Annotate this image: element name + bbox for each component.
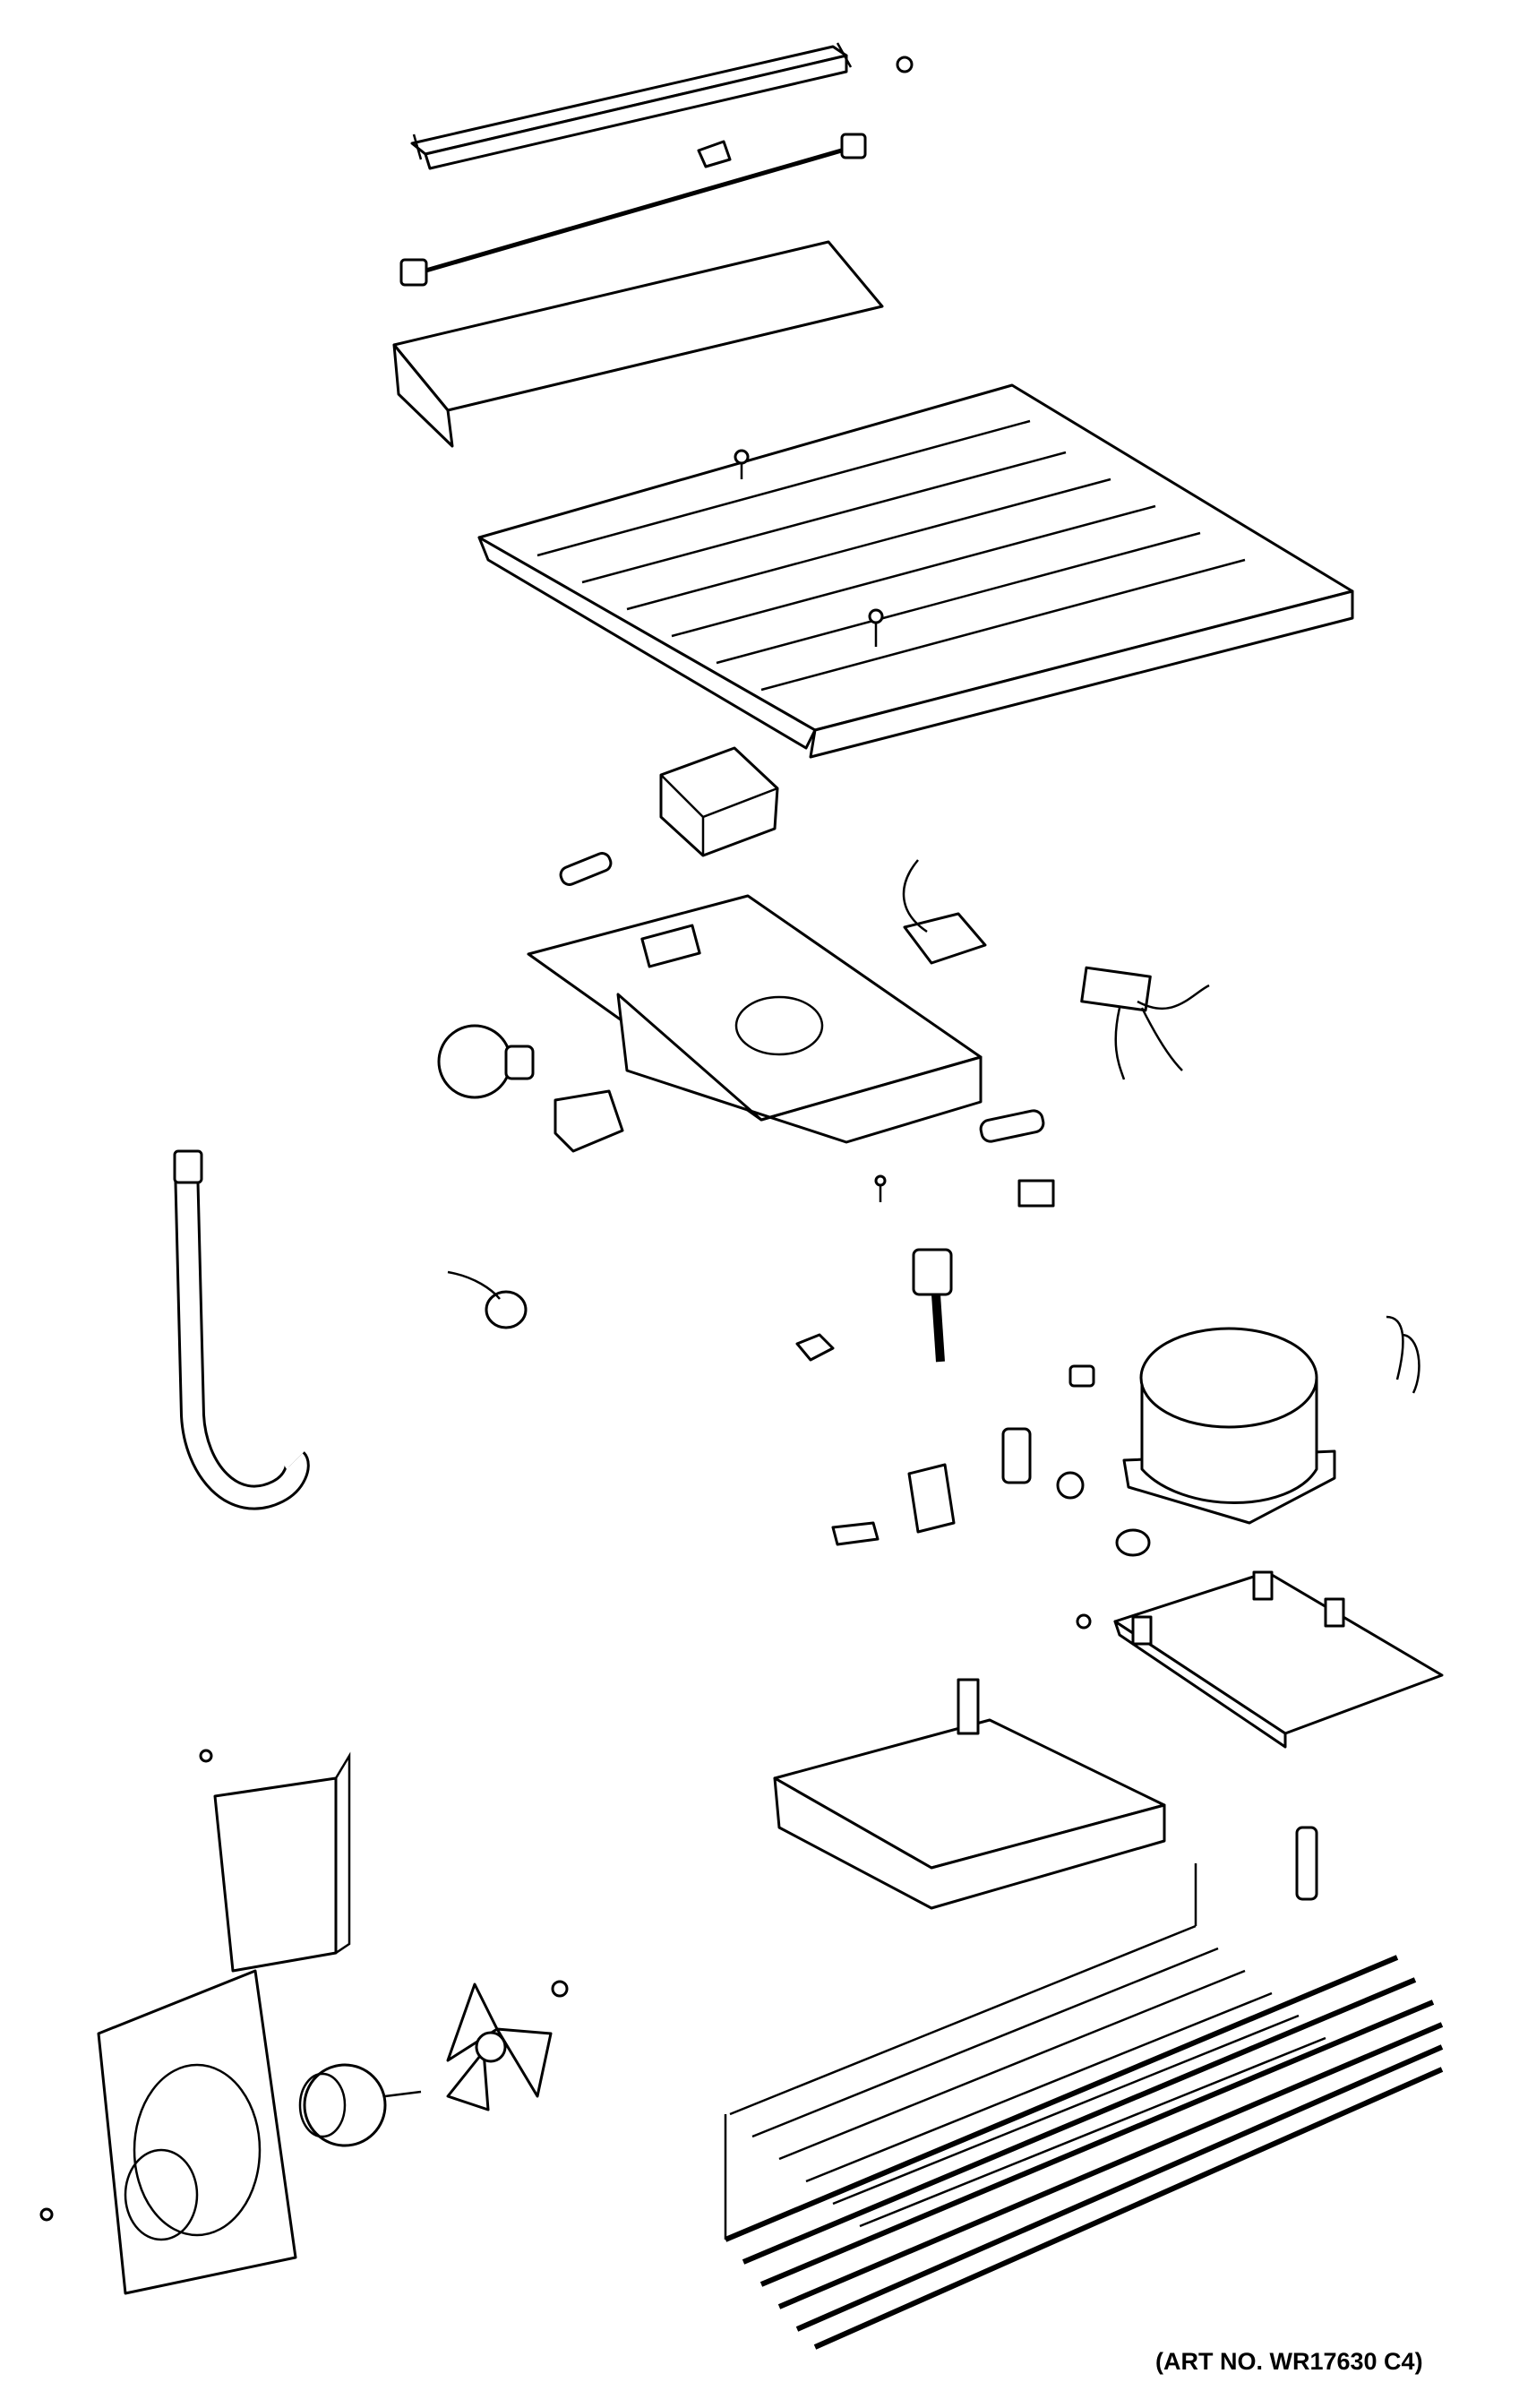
baffle-panel-part: [213, 1751, 351, 1973]
mounting-plate-part: [1113, 1570, 1444, 1749]
drain-pan-part: [773, 1678, 1166, 1910]
bulb-icon: [437, 1024, 624, 1153]
fan-shroud-part: [97, 1969, 297, 2295]
relay-parts: [831, 1364, 1151, 1557]
power-cord-part: [795, 1248, 953, 1363]
art-number: (ART NO. WR17630 C4): [1155, 2348, 1423, 2375]
control-housing-part: [527, 894, 983, 1144]
switch-part: [902, 859, 987, 965]
fan-motor-part: [298, 2063, 422, 2147]
clip-part: [1386, 1315, 1420, 1394]
rod-part: [399, 133, 867, 287]
bracket-rail-part: [410, 42, 853, 170]
screw-icon: [39, 2207, 54, 2222]
thermostat-part: [874, 1109, 1055, 1208]
connector-part: [1080, 966, 1210, 1080]
fan-blade-icon: [446, 1980, 569, 2111]
pin-part: [559, 852, 613, 886]
screw-icon: [734, 56, 914, 647]
screw-icon: [1076, 1613, 1092, 1630]
clip-part: [1295, 1826, 1318, 1901]
screw-icon: [199, 1749, 213, 1763]
compressor-icon: [1122, 1327, 1336, 1525]
trough-part: [392, 240, 884, 448]
condenser-coil-icon: [724, 1863, 1444, 2350]
cap-part: [447, 1270, 528, 1329]
defrost-timer-part: [659, 746, 779, 857]
drain-tube-icon: [173, 1149, 310, 1510]
shelf-pan-part: [477, 383, 1354, 759]
